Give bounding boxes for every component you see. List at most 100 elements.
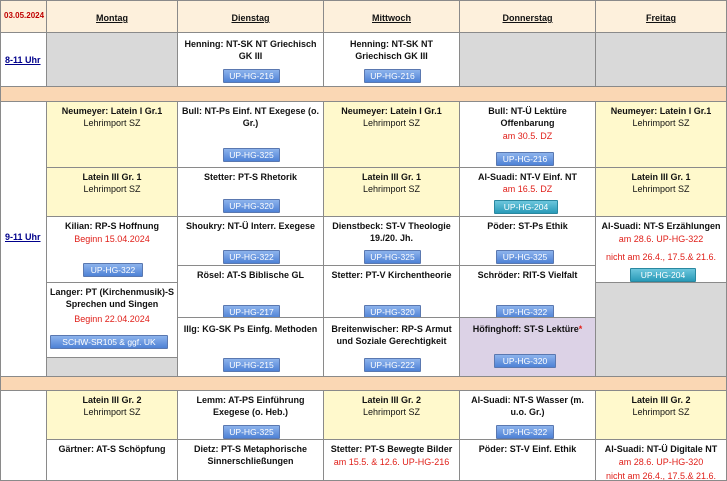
course-note: am 15.5. & 12.6. UP-HG-216 <box>333 457 450 467</box>
course-title: Neumeyer: Latein I Gr.1 <box>341 106 442 116</box>
room-button[interactable]: UP-HG-204 <box>630 268 696 282</box>
cell-r2-monday: Neumeyer: Latein I Gr.1 Lehrimport SZ <box>46 101 178 168</box>
room-button[interactable]: UP-HG-320 <box>494 354 556 368</box>
cell-r8-tuesday: Dietz: PT-S Metaphorische Sinnerschließu… <box>177 439 324 481</box>
cell-r8-friday: Al-Suadi: NT-Ü Digitale NT am 28.6. UP-H… <box>595 439 727 481</box>
course-note: nicht am 26.4., 17.5.& 21.6. <box>605 252 717 262</box>
course-note: am 16.5. DZ <box>502 184 553 194</box>
header-friday: Freitag <box>595 0 727 33</box>
course-title: Dienstbeck: ST-V Theologie 19./20. Jh. <box>332 221 451 243</box>
course-title: Neumeyer: Latein I Gr.1 <box>61 106 163 116</box>
course-title: Latein III Gr. 2 <box>631 395 691 405</box>
course-title: Rösel: AT-S Biblische GL <box>196 270 304 280</box>
course-subtitle: Lehrimport SZ <box>83 184 141 194</box>
cell-r1-friday <box>595 32 727 87</box>
cell-r4-thursday: Pöder: ST-Ps Ethik UP-HG-325 <box>459 216 596 266</box>
course-title: Bull: NT-Ü Lektüre Offenbarung <box>488 106 567 128</box>
room-button[interactable]: SCHW-SR105 & ggf. UK <box>50 335 168 349</box>
course-subtitle: Lehrimport SZ <box>362 118 421 128</box>
cell-r3-monday: Latein III Gr. 1 Lehrimport SZ <box>46 167 178 217</box>
course-subtitle: Lehrimport SZ <box>362 407 421 417</box>
course-title: Höfinghoff: ST-S Lektüre <box>472 324 579 334</box>
course-subtitle: Lehrimport SZ <box>83 118 141 128</box>
course-title-row: Höfinghoff: ST-S Lektüre* <box>462 323 593 335</box>
room-button[interactable]: UP-HG-325 <box>364 250 421 264</box>
header-wednesday: Mittwoch <box>323 0 460 33</box>
course-title: Shoukry: NT-Ü Interr. Exegese <box>185 221 316 231</box>
cell-r5-monday: Langer: PT (Kirchenmusik)-S Sprechen und… <box>46 282 178 358</box>
room-button[interactable]: UP-HG-325 <box>223 425 280 439</box>
separator-band <box>0 376 727 391</box>
course-note: Beginn 22.04.2024 <box>74 314 150 324</box>
cell-r4-tuesday: Shoukry: NT-Ü Interr. Exegese UP-HG-322 <box>177 216 324 266</box>
header-tuesday: Dienstag <box>177 0 324 33</box>
slot-8-11-label: 8-11 Uhr <box>5 55 41 65</box>
slot-9-11-cell: 9-11 Uhr <box>0 101 47 377</box>
cell-r8-thursday: Pöder: ST-V Einf. Ethik <box>459 439 596 481</box>
course-title: Stetter: PT-V Kirchentheorie <box>331 270 452 280</box>
course-title: Langer: PT (Kirchenmusik)-S Sprechen und… <box>49 287 175 309</box>
cell-r7-thursday: Al-Suadi: NT-S Wasser (m. u.o. Gr.) UP-H… <box>459 390 596 440</box>
cell-r1-tuesday: Henning: NT-SK NT Griechisch GK III UP-H… <box>177 32 324 87</box>
cell-r3-wednesday: Latein III Gr. 1 Lehrimport SZ <box>323 167 460 217</box>
room-button[interactable]: UP-HG-320 <box>223 199 280 213</box>
room-button[interactable]: UP-HG-216 <box>223 69 280 83</box>
cell-r4-friday: Al-Suadi: NT-S Erzählungen am 28.6. UP-H… <box>595 216 727 283</box>
cell-r7-tuesday: Lemm: AT-PS Einführung Exegese (o. Heb.)… <box>177 390 324 440</box>
room-button[interactable]: UP-HG-222 <box>364 358 421 372</box>
cell-r4-monday: Kilian: RP-S Hoffnung Beginn 15.04.2024 … <box>46 216 178 283</box>
header-monday: Montag <box>46 0 178 33</box>
room-button[interactable]: UP-HG-216 <box>364 69 421 83</box>
course-title: Schröder: RIT-S Vielfalt <box>477 270 578 280</box>
cell-r2-friday: Neumeyer: Latein I Gr.1 Lehrimport SZ <box>595 101 727 168</box>
slot-9-11-label: 9-11 Uhr <box>5 232 41 242</box>
cell-r1-thursday <box>459 32 596 87</box>
course-subtitle: Lehrimport SZ <box>632 407 690 417</box>
room-button[interactable]: UP-HG-322 <box>223 250 280 264</box>
cell-r5-thursday: Schröder: RIT-S Vielfalt UP-HG-322 <box>459 265 596 318</box>
room-button[interactable]: UP-HG-322 <box>496 305 554 317</box>
day-label-thursday: Donnerstag <box>502 13 553 23</box>
course-title: Lemm: AT-PS Einführung Exegese (o. Heb.) <box>196 395 305 417</box>
course-title: Henning: NT-SK NT Griechisch GK III <box>184 39 317 61</box>
course-title: Neumeyer: Latein I Gr.1 <box>610 106 712 116</box>
room-button[interactable]: UP-HG-217 <box>223 305 280 317</box>
course-title: Latein III Gr. 1 <box>82 172 142 182</box>
day-label-friday: Freitag <box>645 13 676 23</box>
room-button[interactable]: UP-HG-325 <box>223 148 280 162</box>
day-label-tuesday: Dienstag <box>231 13 270 23</box>
room-button[interactable]: UP-HG-325 <box>496 250 554 264</box>
room-button[interactable]: UP-HG-215 <box>223 358 280 372</box>
room-button[interactable]: UP-HG-216 <box>496 152 554 166</box>
course-title: Al-Suadi: NT-V Einf. NT <box>478 172 577 182</box>
room-button[interactable]: UP-HG-322 <box>496 425 554 439</box>
course-subtitle: Lehrimport SZ <box>632 184 690 194</box>
cell-r6-thursday: Höfinghoff: ST-S Lektüre* UP-HG-320 <box>459 317 596 377</box>
day-label-wednesday: Mittwoch <box>372 13 411 23</box>
separator-band <box>0 86 727 102</box>
cell-r5-tuesday: Rösel: AT-S Biblische GL UP-HG-217 <box>177 265 324 318</box>
course-title: Breitenwischer: RP-S Armut und Soziale G… <box>331 324 452 346</box>
cell-r1-monday <box>46 32 178 87</box>
cell-r8-monday: Gärtner: AT-S Schöpfung <box>46 439 178 481</box>
cell-r3-thursday: Al-Suadi: NT-V Einf. NT am 16.5. DZ UP-H… <box>459 167 596 217</box>
course-title: Dietz: PT-S Metaphorische Sinnerschließu… <box>193 444 308 466</box>
cell-r5-friday <box>595 282 727 377</box>
cell-r5-wednesday: Stetter: PT-V Kirchentheorie UP-HG-320 <box>323 265 460 318</box>
cell-r2-wednesday: Neumeyer: Latein I Gr.1 Lehrimport SZ <box>323 101 460 168</box>
room-button[interactable]: UP-HG-322 <box>83 263 143 277</box>
course-note: am 30.5. DZ <box>502 131 553 141</box>
room-button[interactable]: UP-HG-204 <box>494 200 558 214</box>
course-subtitle: Lehrimport SZ <box>83 407 141 417</box>
course-title: Illg: KG-SK Ps Einfg. Methoden <box>183 324 318 334</box>
cell-r3-tuesday: Stetter: PT-S Rhetorik UP-HG-320 <box>177 167 324 217</box>
cell-r8-wednesday: Stetter: PT-S Bewegte Bilder am 15.5. & … <box>323 439 460 481</box>
course-title: Henning: NT-SK NT Griechisch GK III <box>350 39 433 61</box>
header-date-cell: 03.05.2024 <box>0 0 47 33</box>
room-button[interactable]: UP-HG-320 <box>364 305 421 317</box>
slot-8-11-cell: 8-11 Uhr <box>0 32 47 87</box>
course-title: Stetter: PT-S Rhetorik <box>203 172 297 182</box>
course-title: Stetter: PT-S Bewegte Bilder <box>330 444 453 454</box>
course-note: nicht am 26.4., 17.5.& 21.6. <box>605 471 717 481</box>
